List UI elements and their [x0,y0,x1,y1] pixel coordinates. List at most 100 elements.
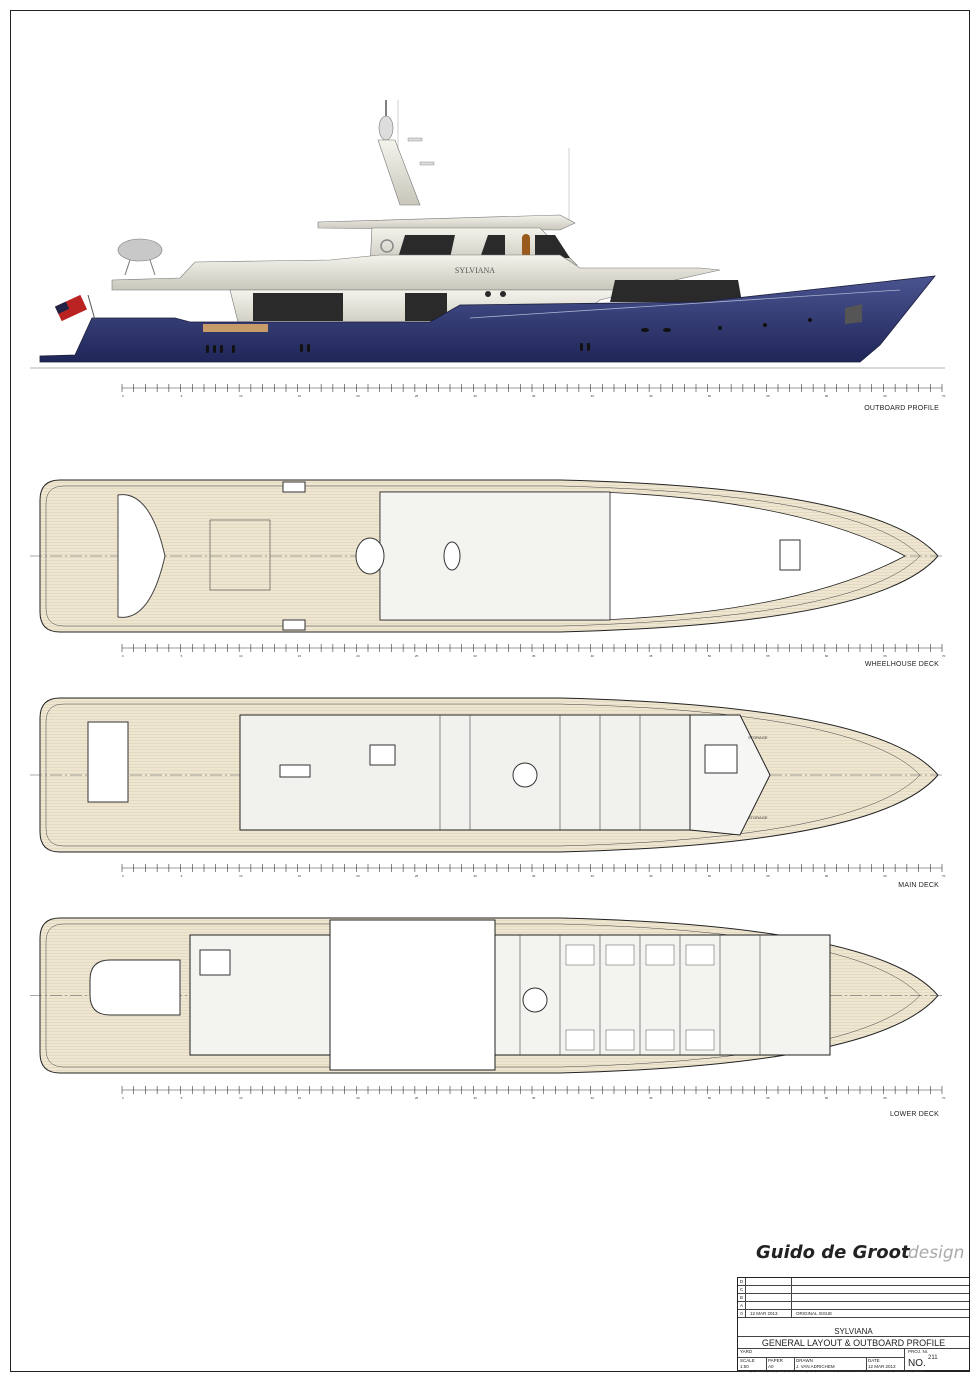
bulwark-line [45,703,921,847]
wheelhouse-interior [379,491,611,621]
scale-tick-label: 10 [239,654,243,658]
scale-tick-label: 45 [649,1096,653,1100]
transom-windows [203,324,268,332]
berth [645,1029,675,1051]
main-deck-label: MAIN DECK [898,882,939,889]
scale-tick-label: 55 [766,1096,770,1100]
wheelhouse-deck-plan [30,479,945,633]
dining-table [369,744,396,766]
scale-tick-label: 15 [298,874,302,878]
scale-tick-label: 35 [532,1096,536,1100]
wheelhouse-deck-label: WHEELHOUSE DECK [864,661,939,668]
berth [685,1029,715,1051]
scale-tick-label: 40 [591,654,595,658]
scale-tick-label: 25 [415,654,419,658]
outboard-profile-label: OUTBOARD PROFILE [864,405,939,412]
scale-tick-label: 5 [181,394,183,398]
drawn-label: DRAWN [796,1358,813,1363]
scale-tick-label: 45 [649,394,653,398]
berth [605,1029,635,1051]
scale-tick-label: 20 [356,654,360,658]
scale-tick-label: 20 [356,1096,360,1100]
project-number-label: PROJ. Nr. [908,1349,929,1354]
scale-tick-label: 55 [766,394,770,398]
scale-value: 1:50 [740,1364,749,1369]
outboard-profile: SYLVIANA [30,100,945,369]
lower-deck-interior [189,934,831,1056]
drawn-value: J. VAN ADRICHEM [796,1364,835,1369]
scale-tick-label: 65 [883,394,887,398]
scale-tick-label: 25 [415,394,419,398]
bow-logo [845,304,862,324]
scale-tick-label: 50 [708,654,712,658]
aft-deck-table [87,721,129,803]
scale-tick-label: 30 [473,874,477,878]
engine-room [329,919,496,1071]
main-deck-plan [30,697,945,853]
storage-label-bottom: STORAGE [748,815,768,820]
bulwark-line [45,485,921,627]
logo-suffix: design [908,1243,965,1263]
designer-logo: Guido de Groot design [752,1236,964,1270]
paper-label: PAPER [768,1358,783,1363]
copyright-note: This drawing is protected by copyright a… [737,1370,926,1373]
berth [685,944,715,966]
scale-tick-label: 50 [708,394,712,398]
scale-tick-label: 65 [883,874,887,878]
scale-tick-label: 55 [766,874,770,878]
rev-c: C [739,1287,744,1292]
scale-tick-label: 45 [649,874,653,878]
coffee-table [279,764,311,778]
scale-tick-label: 60 [825,1096,829,1100]
scale-tick-label: 35 [532,394,536,398]
storage-label-top: STORAGE [748,735,768,740]
scale-tick-label: 15 [298,1096,302,1100]
bed [199,949,231,976]
radar-mast [377,100,570,225]
tender [117,494,166,618]
table [443,541,461,571]
stair [282,619,306,631]
scale-tick-label: 60 [825,394,829,398]
scale-tick-label: 40 [591,394,595,398]
date-value: 12 MAR 2013 [868,1364,896,1369]
rev0-date: 12 MAR 2013 [750,1311,778,1316]
scale-tick-label: 50 [708,874,712,878]
lower-deck-plan [30,917,945,1074]
scale-tick-label: 25 [415,874,419,878]
scale-tick-label: 15 [298,394,302,398]
berth [565,1029,595,1051]
bed [704,744,738,774]
title-block: D C B A 0 12 MAR 2013 ORIGINAL ISSUE SYL… [737,1277,970,1371]
scale-tick-label: 35 [532,654,536,658]
scale-tick-label: 0 [122,1096,124,1100]
scale-tick-label: 70 [942,1096,946,1100]
rev-a: A [739,1303,743,1308]
yard-label: YARD [740,1349,753,1354]
lounge-area [209,519,271,591]
scale-tick-label: 10 [239,1096,243,1100]
drawing-number-label: NO. [908,1358,926,1369]
scale-tick-label: 20 [356,874,360,878]
spiral-stair [512,762,538,788]
logo-name: Guido de Groot [756,1242,910,1263]
portholes [206,318,812,353]
paper-value: A0 [768,1364,774,1369]
scale-tick-label: 40 [591,874,595,878]
scale-tick-label: 50 [708,1096,712,1100]
berth [645,944,675,966]
scale-tick-label: 5 [181,654,183,658]
scale-tick-label: 10 [239,394,243,398]
helm-seat [779,539,801,571]
project-name: SYLVIANA [834,1327,873,1336]
sun-deck-overhang [317,214,576,231]
scale-tick-label: 30 [473,394,477,398]
tender-garage [89,959,181,1016]
scale-tick-label: 0 [122,394,124,398]
spiral-stair [522,987,548,1013]
hull [39,275,936,363]
stair [282,481,306,493]
scale-tick-label: 45 [649,654,653,658]
